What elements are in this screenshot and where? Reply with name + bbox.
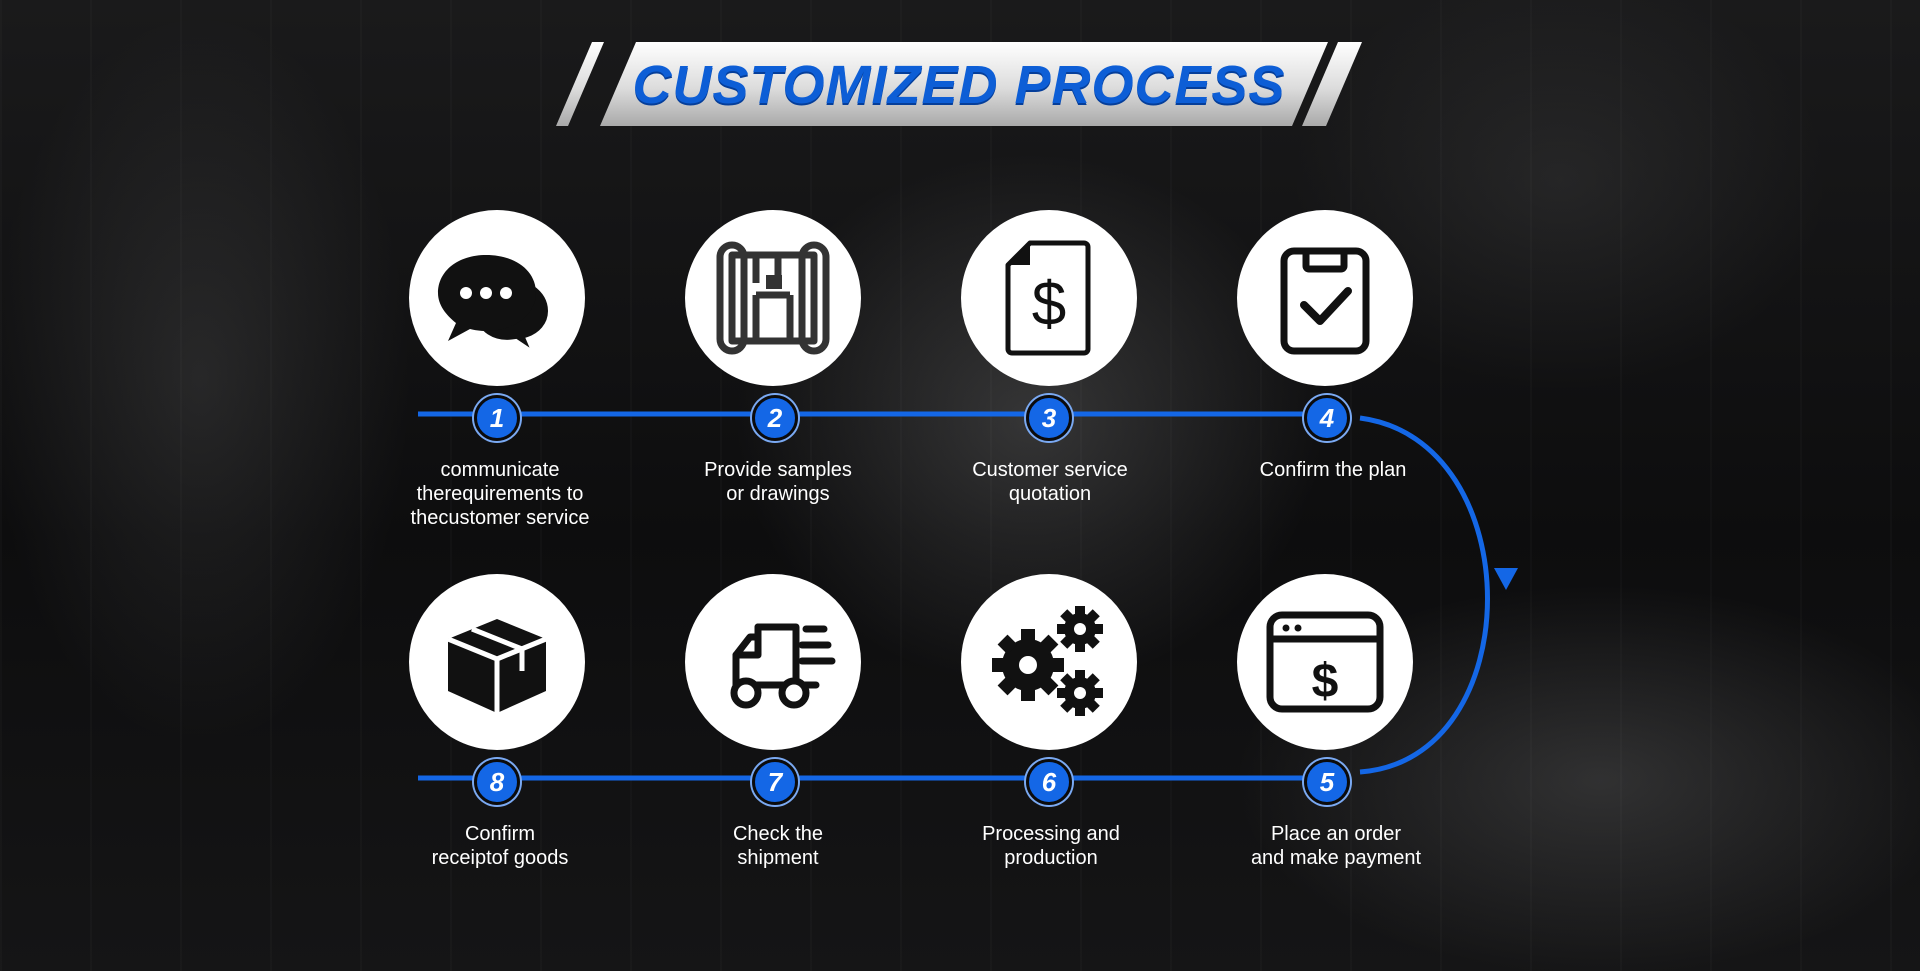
blueprint-icon (710, 235, 836, 361)
clipboard-check-icon (1262, 235, 1388, 361)
step-7-badge: 7 (752, 759, 798, 805)
step-1-label-line: therequirements to (380, 482, 620, 506)
step-1-icon-circle (409, 210, 585, 386)
arc-arrow-icon (1494, 568, 1518, 590)
svg-text:$: $ (1312, 655, 1339, 708)
step-4-label-line: Confirm the plan (1213, 458, 1453, 482)
step-2-icon-circle (685, 210, 861, 386)
step-3-label: Customer service quotation (930, 458, 1170, 506)
step-3-icon-circle: $ (961, 210, 1137, 386)
step-7-label-line: shipment (658, 846, 898, 870)
step-8-icon-circle (409, 574, 585, 750)
step-3-badge: 3 (1026, 395, 1072, 441)
step-7-icon-circle (685, 574, 861, 750)
dollar-document-icon: $ (986, 235, 1112, 361)
step-4-badge: 4 (1304, 395, 1350, 441)
step-3-label-line: Customer service (930, 458, 1170, 482)
step-6-badge: 6 (1026, 759, 1072, 805)
step-7-label-line: Check the (658, 822, 898, 846)
step-1-label: communicate therequirements to thecustom… (380, 458, 620, 530)
step-4-icon-circle (1237, 210, 1413, 386)
step-1-label-line: thecustomer service (380, 506, 620, 530)
step-2-label: Provide samples or drawings (658, 458, 898, 506)
svg-text:$: $ (1032, 270, 1066, 339)
step-6-label-line: production (931, 846, 1171, 870)
step-8-badge: 8 (474, 759, 520, 805)
step-6-label: Processing and production (931, 822, 1171, 870)
step-5-label: Place an order and make payment (1216, 822, 1456, 870)
delivery-truck-icon (710, 599, 836, 725)
step-7-label: Check the shipment (658, 822, 898, 870)
gears-icon (986, 599, 1112, 725)
step-6-icon-circle (961, 574, 1137, 750)
step-2-badge: 2 (752, 395, 798, 441)
step-8-label-line: Confirm (380, 822, 620, 846)
step-8-label: Confirm receiptof goods (380, 822, 620, 870)
package-box-icon (434, 599, 560, 725)
step-4-label: Confirm the plan (1213, 458, 1453, 482)
step-1-badge: 1 (474, 395, 520, 441)
payment-window-icon: $ (1262, 599, 1388, 725)
step-6-label-line: Processing and (931, 822, 1171, 846)
step-1-label-line: communicate (380, 458, 620, 482)
step-8-label-line: receiptof goods (380, 846, 620, 870)
step-5-label-line: Place an order (1216, 822, 1456, 846)
step-3-label-line: quotation (930, 482, 1170, 506)
step-5-label-line: and make payment (1216, 846, 1456, 870)
step-5-badge: 5 (1304, 759, 1350, 805)
chat-bubbles-icon (434, 235, 560, 361)
step-2-label-line: Provide samples (658, 458, 898, 482)
step-5-icon-circle: $ (1237, 574, 1413, 750)
step-2-label-line: or drawings (658, 482, 898, 506)
